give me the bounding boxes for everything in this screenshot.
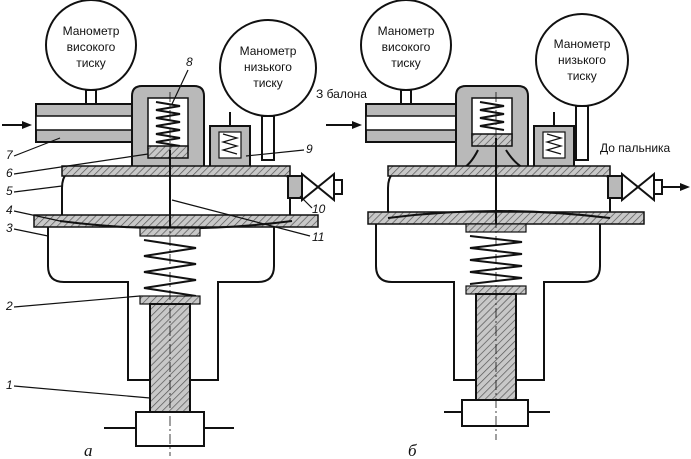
- diaphragm-b: [367, 210, 645, 225]
- label-to-torch: До пальника: [600, 141, 671, 155]
- callout-5: 5: [6, 184, 13, 198]
- callout-3: 3: [6, 221, 13, 235]
- label-from-cylinder: З балона: [316, 87, 367, 101]
- figure-b: Манометр високого тиску Манометр низьког…: [326, 0, 690, 459]
- valve-housing-b: [455, 85, 529, 171]
- outlet-valve-a: [287, 171, 343, 203]
- gauge-label-line2: високого: [67, 40, 116, 54]
- gauge-label-line1: Манометр: [554, 37, 611, 51]
- gauge-label-line3: тиску: [391, 56, 421, 70]
- inlet-arrow-b: [326, 121, 362, 129]
- figure-a: Манометр високого тиску Манометр низьког…: [2, 0, 343, 459]
- outlet-valve-b: [607, 171, 690, 203]
- gauge-label-line3: тиску: [567, 69, 597, 83]
- gauge-label-line3: тиску: [76, 56, 106, 70]
- safety-valve-b: [533, 112, 575, 169]
- gauge-label-line2: високого: [382, 40, 431, 54]
- gauge-label-line1: Манометр: [63, 24, 120, 38]
- inlet-arrow-a: [2, 121, 32, 129]
- callout-8: 8: [186, 55, 193, 69]
- safety-valve-a: [209, 112, 251, 169]
- callout-11: 11: [312, 230, 324, 244]
- gauge-label-line1: Манометр: [378, 24, 435, 38]
- high-pressure-gauge-a: Манометр високого тиску: [45, 0, 137, 107]
- adjusting-screw-b: [444, 293, 550, 427]
- valve-seat-a: [147, 145, 189, 159]
- callouts-a: 1 2 3 4 5 6 7 8 9 10 11: [5, 55, 326, 399]
- low-pressure-gauge-a: Манометр низького тиску: [219, 19, 317, 161]
- gauge-label-line2: низького: [558, 53, 606, 67]
- callout-6: 6: [6, 166, 13, 180]
- callout-10: 10: [312, 202, 326, 216]
- callout-1: 1: [6, 378, 13, 392]
- adjusting-screw-a: [104, 303, 234, 447]
- low-pressure-gauge-b: Манометр низького тиску: [535, 13, 629, 161]
- callout-7: 7: [6, 148, 14, 162]
- gauge-label-line2: низького: [244, 60, 292, 74]
- callout-4: 4: [6, 203, 13, 217]
- gauge-label-line3: тиску: [253, 76, 283, 90]
- gauge-label-line1: Манометр: [240, 44, 297, 58]
- high-pressure-gauge-b: Манометр високого тиску: [360, 0, 452, 107]
- callout-2: 2: [5, 299, 13, 313]
- caption-a: а: [84, 441, 93, 459]
- callout-9: 9: [306, 142, 313, 156]
- caption-b: б: [408, 441, 417, 459]
- valve-housing-a: [131, 85, 205, 169]
